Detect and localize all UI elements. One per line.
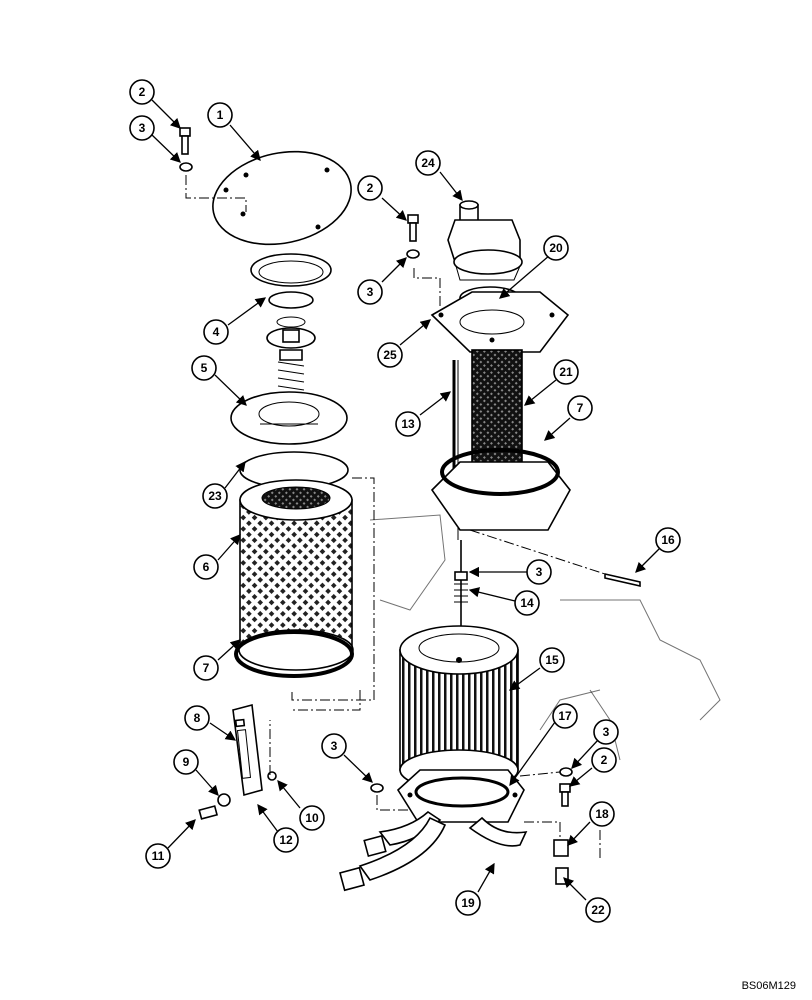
svg-text:4: 4 xyxy=(213,325,220,339)
callout-2-lower-right: 2 xyxy=(591,747,617,773)
svg-text:24: 24 xyxy=(421,156,435,170)
callout-19: 19 xyxy=(455,890,481,916)
seal-ring-left xyxy=(234,630,354,678)
callout-7-right: 7 xyxy=(567,395,593,421)
cover-plate xyxy=(212,150,352,246)
callout-6: 6 xyxy=(193,554,219,580)
svg-text:13: 13 xyxy=(401,417,415,431)
svg-text:18: 18 xyxy=(595,807,609,821)
svg-text:20: 20 xyxy=(549,241,563,255)
bolt-lower-right xyxy=(519,767,573,807)
callout-3-top-left: 3 xyxy=(129,115,155,141)
wire-tie xyxy=(604,572,641,588)
svg-text:3: 3 xyxy=(367,285,374,299)
svg-text:3: 3 xyxy=(139,121,146,135)
callout-13: 13 xyxy=(395,411,421,437)
callout-12: 12 xyxy=(273,827,299,853)
document-code: BS06M129 xyxy=(741,980,796,992)
callout-3-lower-right: 3 xyxy=(593,719,619,745)
svg-text:2: 2 xyxy=(139,85,146,99)
callout-24: 24 xyxy=(415,150,441,176)
callout-14: 14 xyxy=(514,590,540,616)
callout-1: 1 xyxy=(207,102,233,128)
callout-10: 10 xyxy=(299,805,325,831)
svg-text:3: 3 xyxy=(603,725,610,739)
callout-3-mid-right: 3 xyxy=(526,559,552,585)
svg-text:23: 23 xyxy=(208,489,222,503)
svg-text:5: 5 xyxy=(201,361,208,375)
bolt-top-left xyxy=(179,127,247,212)
callout-3-upper-right: 3 xyxy=(357,279,383,305)
callout-2-upper-right: 2 xyxy=(357,175,383,201)
callout-20: 20 xyxy=(543,235,569,261)
bolt-upper-right xyxy=(406,214,420,259)
svg-text:3: 3 xyxy=(536,565,543,579)
svg-text:25: 25 xyxy=(383,348,397,362)
callout-8: 8 xyxy=(184,705,210,731)
callout-21: 21 xyxy=(553,359,579,385)
callout-2-top-left: 2 xyxy=(129,79,155,105)
callout-16: 16 xyxy=(655,527,681,553)
svg-text:21: 21 xyxy=(559,365,573,379)
callout-23: 23 xyxy=(202,483,228,509)
sight-gauge xyxy=(198,703,277,820)
callout-7-left: 7 xyxy=(193,655,219,681)
leader-lines xyxy=(151,99,661,901)
outlet-pipes xyxy=(339,810,528,892)
callout-18: 18 xyxy=(589,801,615,827)
tank-flange-right xyxy=(430,448,571,531)
svg-text:15: 15 xyxy=(545,653,559,667)
svg-text:11: 11 xyxy=(152,849,165,863)
svg-text:2: 2 xyxy=(601,753,608,767)
svg-text:16: 16 xyxy=(661,533,675,547)
svg-text:1: 1 xyxy=(217,108,224,122)
svg-text:10: 10 xyxy=(305,811,319,825)
svg-text:12: 12 xyxy=(279,833,293,847)
svg-text:3: 3 xyxy=(331,739,338,753)
callout-5: 5 xyxy=(191,355,217,381)
mounting-flange xyxy=(413,268,570,353)
filter-element-left xyxy=(238,477,375,711)
callout-17: 17 xyxy=(552,703,578,729)
callout-22: 22 xyxy=(585,897,611,923)
svg-text:17: 17 xyxy=(558,709,572,723)
callout-3-lower-left: 3 xyxy=(321,733,347,759)
washer-lower-left xyxy=(370,783,384,793)
bypass-plate xyxy=(230,391,348,445)
fittings-lower-right xyxy=(524,821,601,885)
breather-cap xyxy=(447,200,523,281)
callout-25: 25 xyxy=(377,342,403,368)
callout-4: 4 xyxy=(203,319,229,345)
svg-text:8: 8 xyxy=(194,711,201,725)
spring-assembly xyxy=(250,253,332,420)
callout-11: 11 xyxy=(145,843,171,869)
svg-text:22: 22 xyxy=(591,903,605,917)
svg-text:19: 19 xyxy=(461,896,475,910)
svg-text:2: 2 xyxy=(367,181,374,195)
svg-text:7: 7 xyxy=(203,661,210,675)
svg-text:9: 9 xyxy=(183,755,190,769)
svg-text:6: 6 xyxy=(203,560,210,574)
callout-15: 15 xyxy=(539,647,565,673)
rod-clip xyxy=(454,571,468,603)
base-flange xyxy=(396,769,525,823)
callout-9: 9 xyxy=(173,749,199,775)
seal-ring-right xyxy=(440,448,560,496)
svg-text:14: 14 xyxy=(520,596,534,610)
pleated-cartridge xyxy=(399,625,519,791)
svg-text:7: 7 xyxy=(577,401,584,415)
